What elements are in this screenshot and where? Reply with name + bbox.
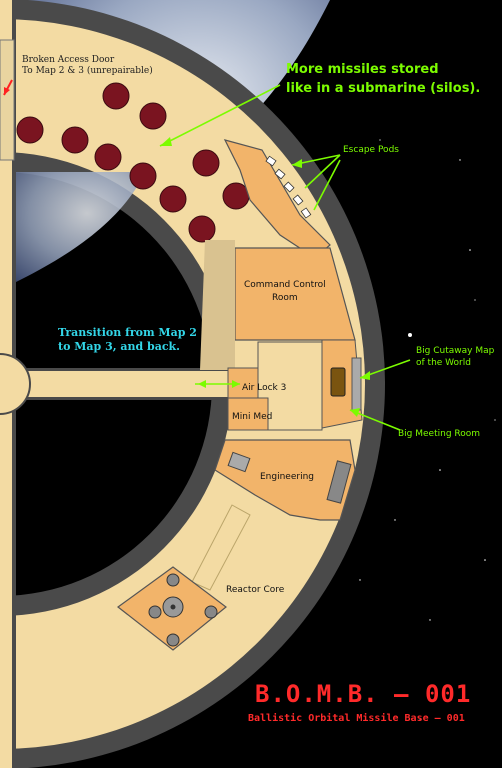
broken-door-label-2: To Map 2 & 3 (unrepairable) xyxy=(22,65,153,76)
silo xyxy=(159,185,187,213)
broken-access-door xyxy=(0,39,15,161)
engineering-room xyxy=(214,439,356,521)
world-map-annotation-2: of the World xyxy=(416,358,471,368)
broken-door-label: Broken Access Door xyxy=(22,55,115,65)
silo xyxy=(192,149,220,177)
stars xyxy=(359,139,496,721)
reactor-corridor xyxy=(191,504,251,591)
reactor-label: Reactor Core xyxy=(226,585,285,595)
missile-silos xyxy=(16,82,250,243)
airlock-label: Air Lock 3 xyxy=(242,383,286,393)
missiles-annotation-2: like in a submarine (silos). xyxy=(286,81,480,96)
command-room-label: Command Control xyxy=(244,280,326,290)
cutaway-world-map xyxy=(351,357,362,411)
silo xyxy=(102,82,130,110)
reactor-elements xyxy=(148,573,218,647)
engine-block xyxy=(326,460,352,504)
meeting-room-annotation: Big Meeting Room xyxy=(398,429,480,439)
base-title: B.O.M.B. — 001 xyxy=(255,680,471,708)
base-subtitle: Ballistic Orbital Missile Base — 001 xyxy=(248,712,465,724)
silo xyxy=(139,102,167,130)
missiles-annotation: More missiles stored xyxy=(286,62,439,77)
hub-core xyxy=(0,354,30,414)
escape-pods xyxy=(265,155,312,219)
silo xyxy=(129,162,157,190)
mini-med xyxy=(227,397,269,431)
engineering-label: Engineering xyxy=(260,472,314,482)
silo xyxy=(16,116,44,144)
silo xyxy=(94,143,122,171)
world-map-annotation: Big Cutaway Map xyxy=(416,346,495,356)
transition-annotation: Transition from Map 2 xyxy=(58,326,197,339)
command-room-label-2: Room xyxy=(272,293,298,303)
silo xyxy=(61,126,89,154)
escape-pods-annotation: Escape Pods xyxy=(343,145,399,155)
planet-through-hub xyxy=(0,172,145,290)
meeting-table xyxy=(330,367,346,397)
minimed-label: Mini Med xyxy=(232,412,272,422)
silo xyxy=(188,215,216,243)
engine-console xyxy=(227,451,251,473)
transition-annotation-2: to Map 3, and back. xyxy=(58,340,180,353)
